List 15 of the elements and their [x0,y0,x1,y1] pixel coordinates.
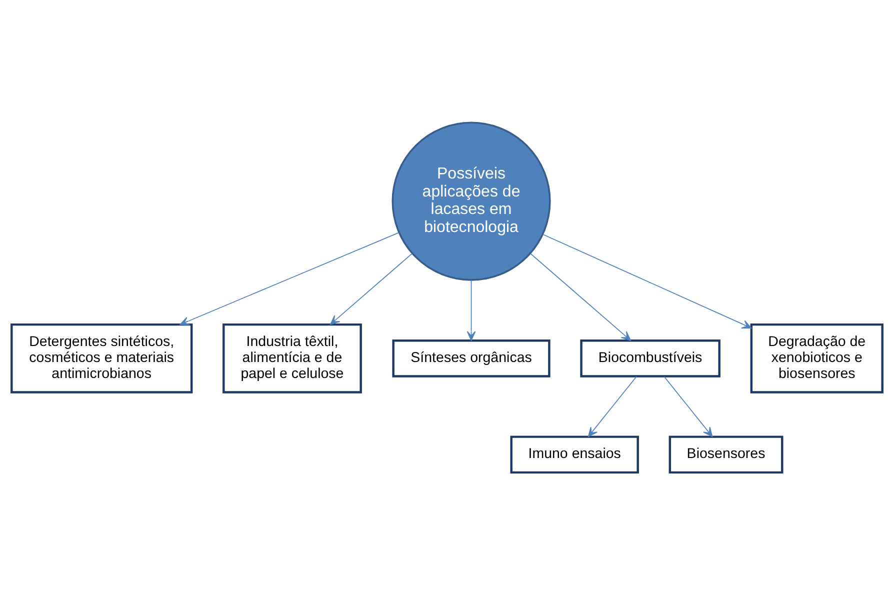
node-box: Degradação de xenobioticos e biosensores [750,323,884,394]
arrow [588,376,637,437]
node-box: Biocombustíveis [580,340,720,378]
node-box: Imuno ensaios [510,436,639,474]
arrow [466,280,476,341]
arrow [180,232,400,326]
arrow [664,376,713,437]
arrow [530,253,631,341]
node-box: Detergentes sintéticos, cosméticos e materiais antimicrobianos [10,323,193,394]
node-box: Sínteses orgânicas [392,340,550,378]
node-circle: Possíveis aplicações de lacases em biotecnologia [392,122,551,281]
arrow [330,253,413,325]
arrow [542,234,752,328]
node-box: Biosensores [668,436,784,474]
node-box: Industria têxtil, alimentícia e de papel e celulose [222,323,362,394]
